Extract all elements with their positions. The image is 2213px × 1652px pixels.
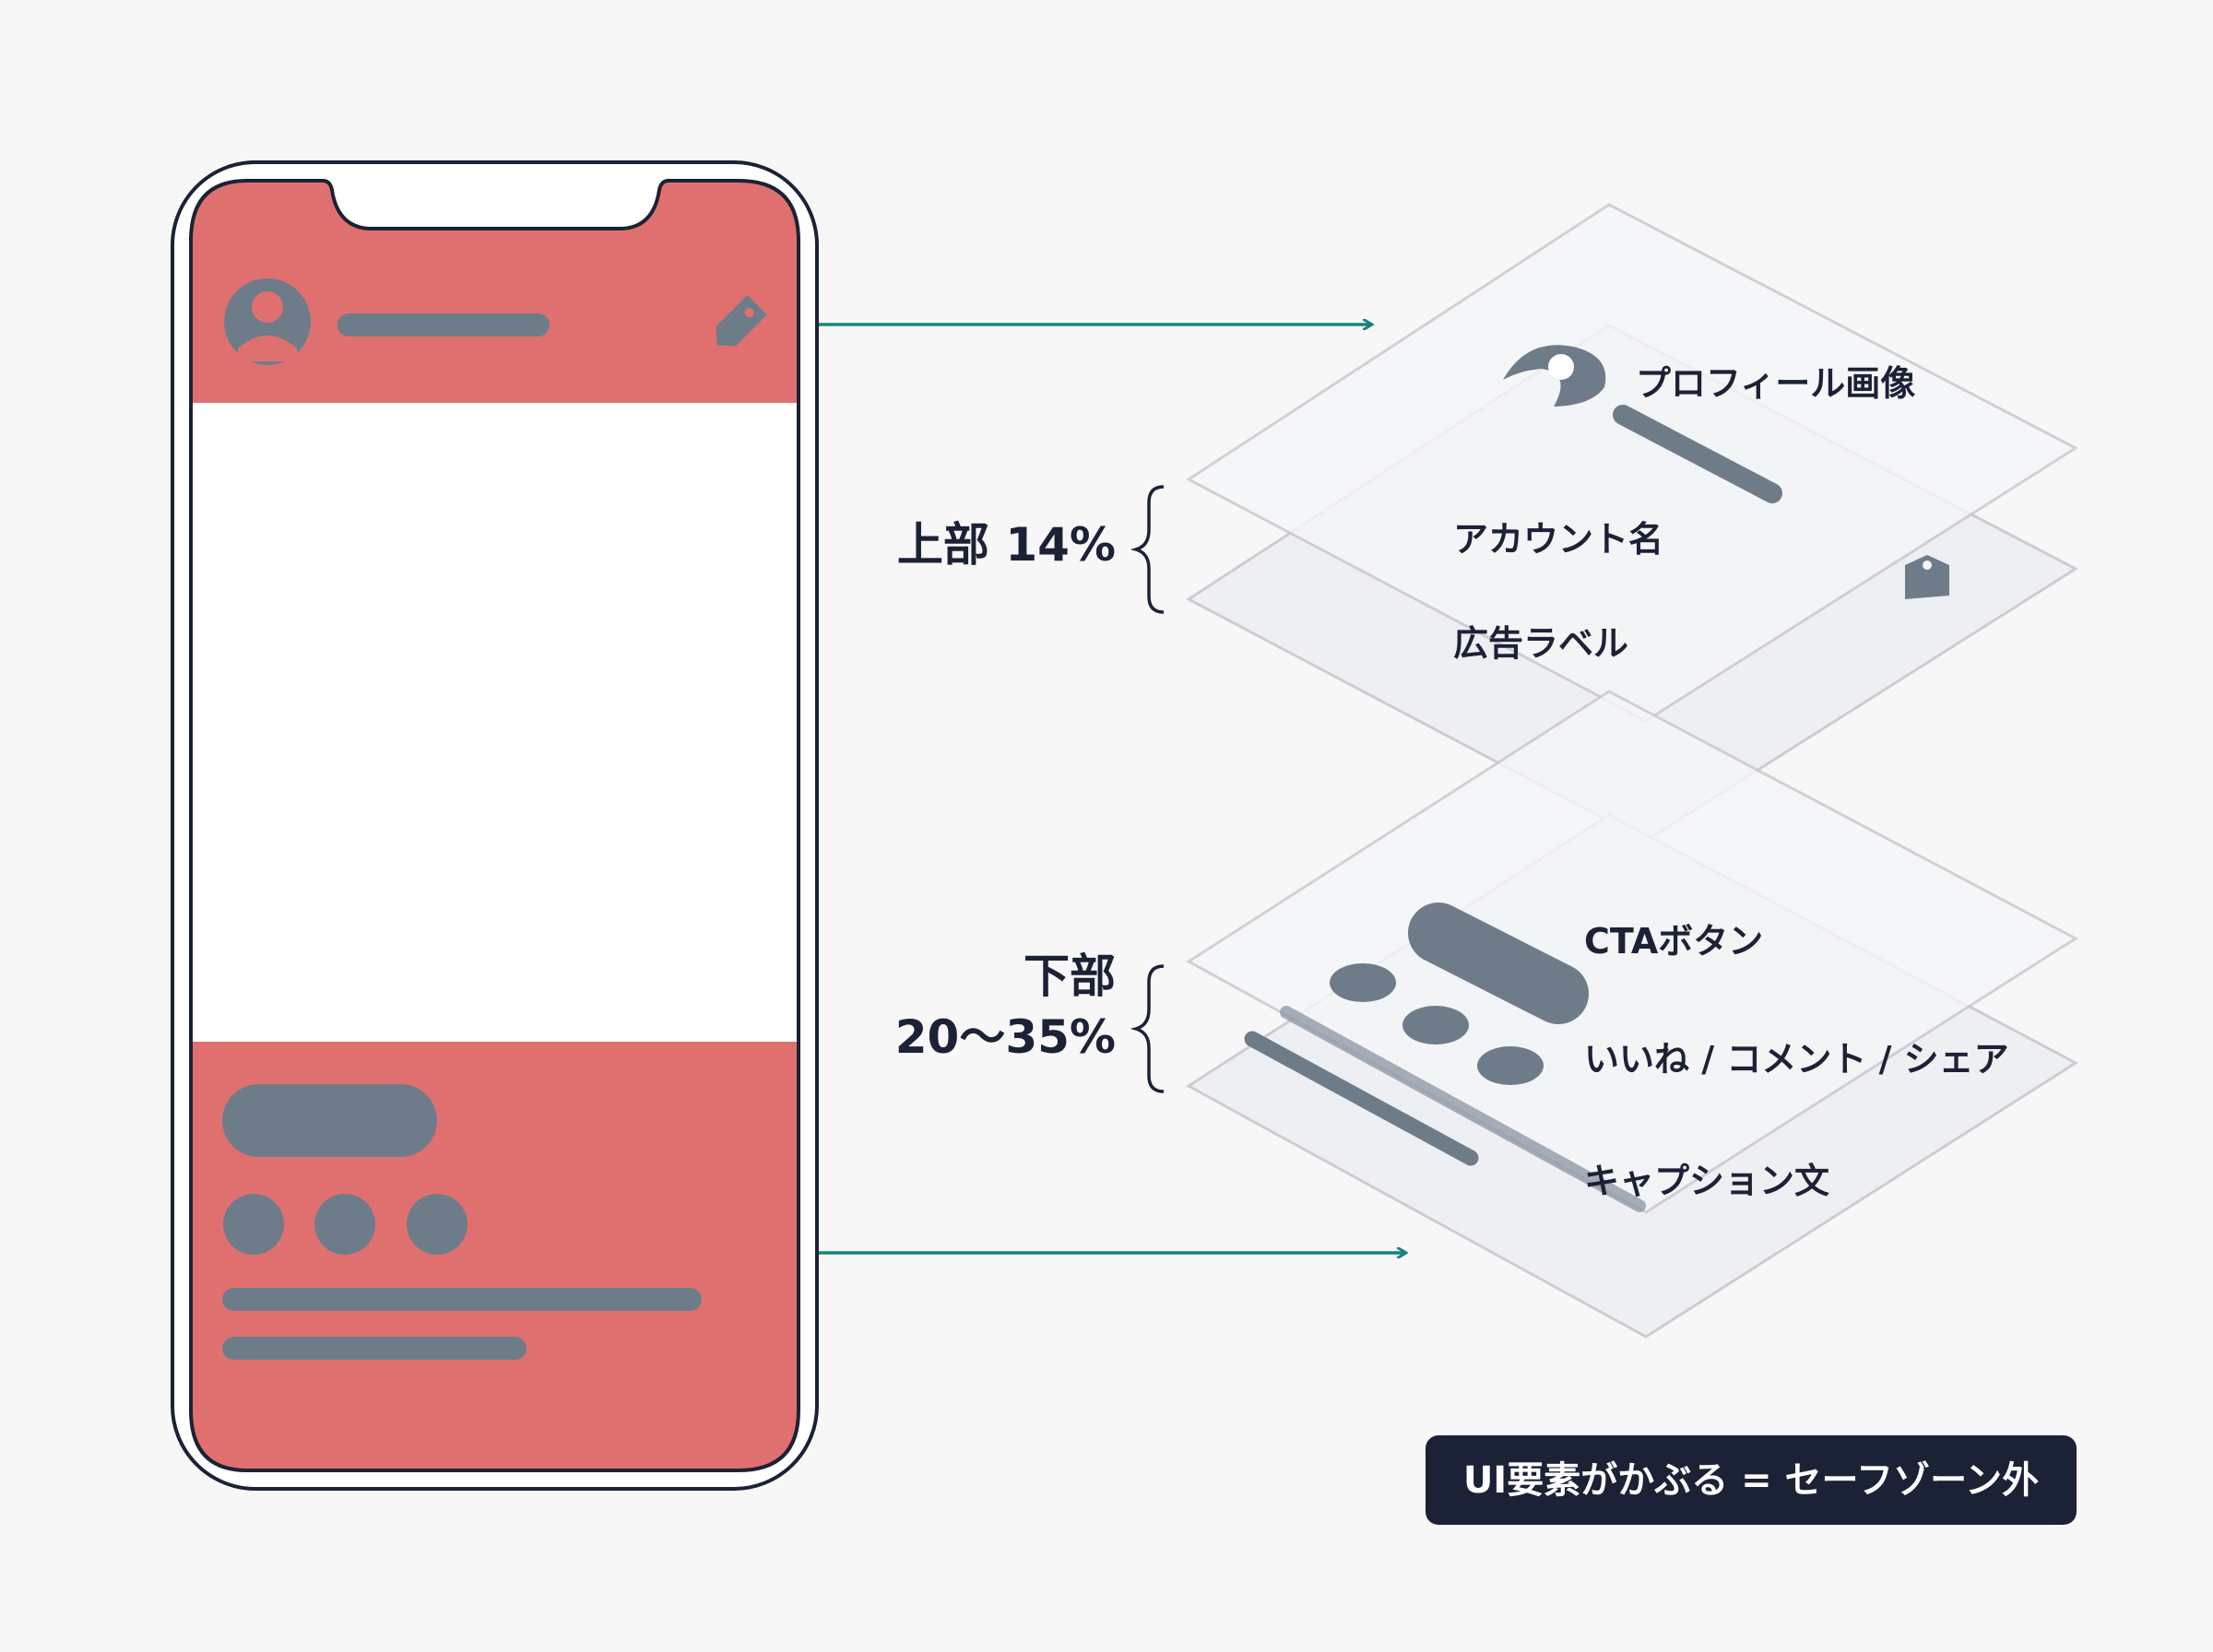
comment-layer-dot	[1402, 1006, 1469, 1044]
account-name-label: アカウント名	[1453, 519, 1663, 560]
cta-layer-shape	[1408, 903, 1589, 1024]
share-layer-dot	[1477, 1046, 1544, 1085]
safe-zone-note-badge: UI要素がかぶる = セーフゾーン外	[1426, 1435, 2077, 1525]
tag-icon	[716, 295, 767, 347]
bottom-zone-brace	[1130, 964, 1165, 1093]
account-name-layer-bar	[1613, 405, 1782, 503]
top-layer-stack	[1186, 203, 2079, 843]
like-icon	[223, 1194, 284, 1255]
actions-label: いいね / コメント / シェア	[1584, 1039, 2009, 1080]
share-icon	[407, 1194, 467, 1255]
profile-layer-icon	[1503, 345, 1606, 407]
top-zone-brace	[1130, 485, 1165, 614]
account-name-bar	[337, 313, 550, 336]
note-badge-bg	[1426, 1435, 2077, 1525]
cta-button-shape	[222, 1084, 437, 1157]
top-layer-front	[1186, 203, 2078, 723]
ad-label-label: 広告ラベル	[1453, 623, 1628, 664]
phone-screen-border	[189, 179, 800, 1472]
caption-line-2	[222, 1337, 527, 1360]
bottom-layer-stack	[1186, 690, 2078, 1339]
ad-tag-layer-icon	[1905, 555, 1949, 599]
caption-layer-line-1	[1280, 1006, 1646, 1212]
caption-layer-line-2	[1244, 1031, 1479, 1166]
bottom-zone-label-line1: 下部	[1024, 950, 1116, 1003]
comment-icon	[314, 1194, 375, 1255]
phone-mockup	[171, 160, 819, 1491]
like-layer-dot	[1330, 963, 1396, 1002]
phone-screen	[191, 181, 799, 1470]
profile-image-label: プロフィール画像	[1636, 363, 1915, 404]
caption-line-1	[222, 1288, 702, 1311]
caption-label: キャプション文	[1584, 1161, 1829, 1201]
bottom-zone-label-line2: 20〜35%	[895, 1010, 1116, 1064]
top-zone-label: 上部 14%	[897, 518, 1116, 572]
cta-button-label: CTAボタン	[1584, 921, 1763, 962]
avatar-icon	[224, 278, 311, 365]
note-text: UI要素がかぶる = セーフゾーン外	[1463, 1459, 2039, 1502]
